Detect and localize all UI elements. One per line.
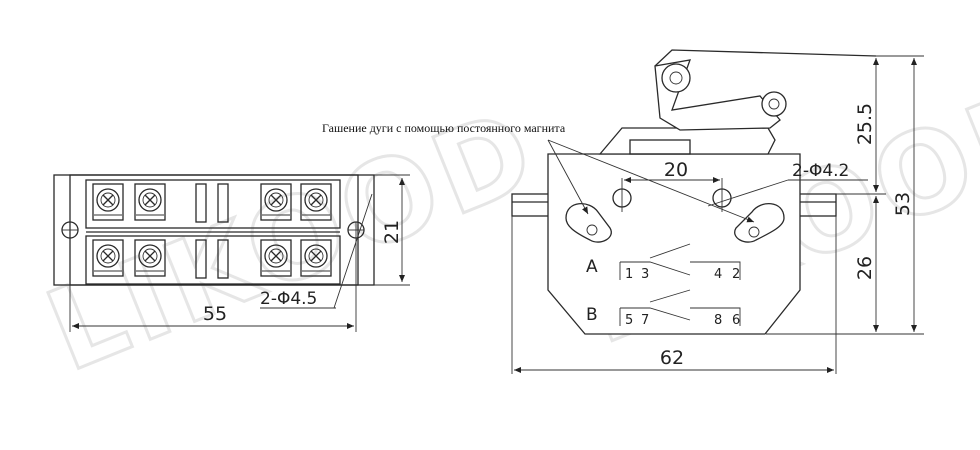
dimension-top-height: 25.5	[800, 58, 886, 195]
contact-group-b-label: B	[586, 305, 598, 325]
contact-b-left-no: 7	[641, 313, 649, 328]
separator-slot	[195, 183, 207, 223]
top-cap	[598, 127, 776, 155]
switch-body	[547, 153, 801, 335]
contact-a-left-no: 3	[641, 267, 649, 282]
contact-group-b: B 5 7 8 6	[586, 289, 741, 328]
terminal-screw	[260, 239, 292, 277]
terminal-screw	[92, 239, 124, 277]
terminal-screw	[134, 239, 166, 277]
side-hole-right	[712, 178, 732, 212]
contact-group-a-label: A	[586, 257, 598, 277]
side-holes-callout-label: 2-Φ4.2	[792, 161, 849, 181]
side-view: A 1 3 4 2 B 5 7 8 6 20 2-Φ4.2	[511, 49, 924, 374]
contact-a-right-no: 4	[714, 267, 722, 282]
front-view: 21 55 2-Φ4.5	[53, 174, 410, 332]
annotation-leaders	[547, 139, 755, 223]
terminal-row-bottom	[85, 235, 341, 285]
dimension-side-width: 62	[511, 216, 837, 374]
contact-b-left-nc: 5	[625, 313, 633, 328]
contact-b-right-no: 8	[714, 313, 722, 328]
terminal-screw	[134, 183, 166, 221]
roller-top	[661, 63, 691, 93]
roller-end	[761, 91, 787, 117]
separator-slot	[217, 239, 229, 279]
separator-slot	[217, 183, 229, 223]
dimension-total-height-label: 53	[892, 192, 914, 216]
magnet-slot-left	[565, 203, 612, 243]
terminal-screw	[300, 239, 332, 277]
dimension-height: 21	[374, 174, 410, 286]
watermark: LIKOOD LIKOOD	[29, 55, 980, 399]
contact-group-a: A 1 3 4 2	[586, 243, 741, 282]
dimension-side-width-label: 62	[660, 347, 684, 369]
terminal-row-top	[85, 179, 341, 229]
contact-a-right-nc: 2	[732, 267, 740, 282]
side-holes-callout: 2-Φ4.2	[707, 161, 868, 207]
contact-a-left-nc: 1	[625, 267, 633, 282]
terminal-screw	[92, 183, 124, 221]
dimension-body-height-label: 26	[854, 256, 876, 280]
dimension-width-label: 55	[203, 303, 227, 325]
mounting-hole-left	[61, 221, 79, 239]
dimension-total-height: 53	[766, 55, 924, 335]
terminal-screw	[260, 183, 292, 221]
dimension-height-label: 21	[381, 220, 403, 244]
separator-slot	[195, 239, 207, 279]
holes-callout: 2-Φ4.5	[260, 193, 373, 309]
plunger-housing	[629, 139, 691, 155]
side-hole-left	[612, 178, 632, 212]
magnet-slot-right	[734, 203, 785, 243]
holes-callout-label: 2-Φ4.5	[260, 289, 317, 309]
dimension-width: 55	[69, 238, 357, 332]
dimension-top-height-label: 25.5	[854, 103, 876, 145]
dimension-hole-spacing: 20	[624, 159, 720, 183]
terminal-screw	[300, 183, 332, 221]
dimension-body-height: 26	[854, 196, 879, 332]
arc-suppression-annotation: Гашение дуги с помощью постоянного магни…	[322, 121, 566, 135]
contact-b-right-nc: 6	[732, 313, 740, 328]
dimension-hole-spacing-label: 20	[664, 159, 688, 181]
